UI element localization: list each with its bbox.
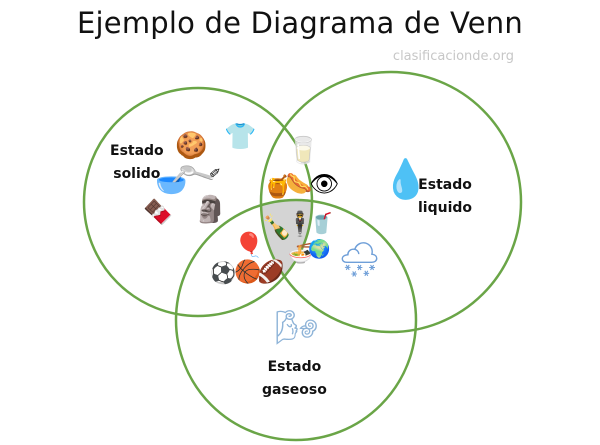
cookie-icon: 🍪: [175, 131, 208, 161]
label-liquido-line1: Estado: [418, 177, 472, 193]
soccer-ball-icon: ⚽: [210, 261, 237, 285]
label-solido-line2: solido: [113, 166, 161, 182]
water-drop-icon: 💧: [382, 157, 430, 201]
moai-icon: 🗿: [194, 195, 227, 225]
bowl-icon: 🥣: [155, 168, 188, 198]
hotdog-icon: 🌭: [285, 172, 313, 197]
circle-gaseoso: [174, 198, 418, 442]
page-title: Ejemplo de Diagrama de Venn: [77, 6, 523, 40]
eye-icon: 👁: [309, 170, 340, 198]
honey-icon: 🍯: [264, 175, 292, 200]
balloon-icon: 🎈: [234, 231, 264, 259]
noodles-icon: 🍜: [288, 241, 313, 265]
football-icon: 🏈: [257, 260, 285, 285]
chocolate-icon: 🍫: [143, 198, 173, 226]
label-liquido-line2: liquido: [418, 200, 473, 216]
label-estado-liquido: Estado liquido: [418, 174, 472, 220]
globe-icon: 🌍: [308, 239, 331, 260]
circle-liquido: [259, 70, 523, 334]
champagne-bottle-icon: 🍾: [262, 213, 292, 241]
gentleman-icon: 🕴: [285, 210, 315, 238]
label-estado-gaseoso: Estado gaseoso: [262, 356, 327, 402]
label-gaseoso-line2: gaseoso: [262, 382, 327, 398]
label-gaseoso-line1: Estado: [267, 359, 322, 375]
basketball-icon: 🏀: [234, 260, 262, 285]
watermark: clasificacionde.org: [392, 49, 514, 64]
cup-icon: 🥤: [309, 211, 334, 235]
wind-face-icon: 🌬: [275, 308, 319, 348]
milk-glass-icon: 🥛: [287, 136, 320, 166]
snow-cloud-icon: 🌨: [338, 240, 382, 280]
shirt-icon: 👕: [224, 122, 257, 152]
label-solido-line1: Estado: [110, 143, 164, 159]
label-estado-solido: Estado solido: [110, 140, 164, 186]
